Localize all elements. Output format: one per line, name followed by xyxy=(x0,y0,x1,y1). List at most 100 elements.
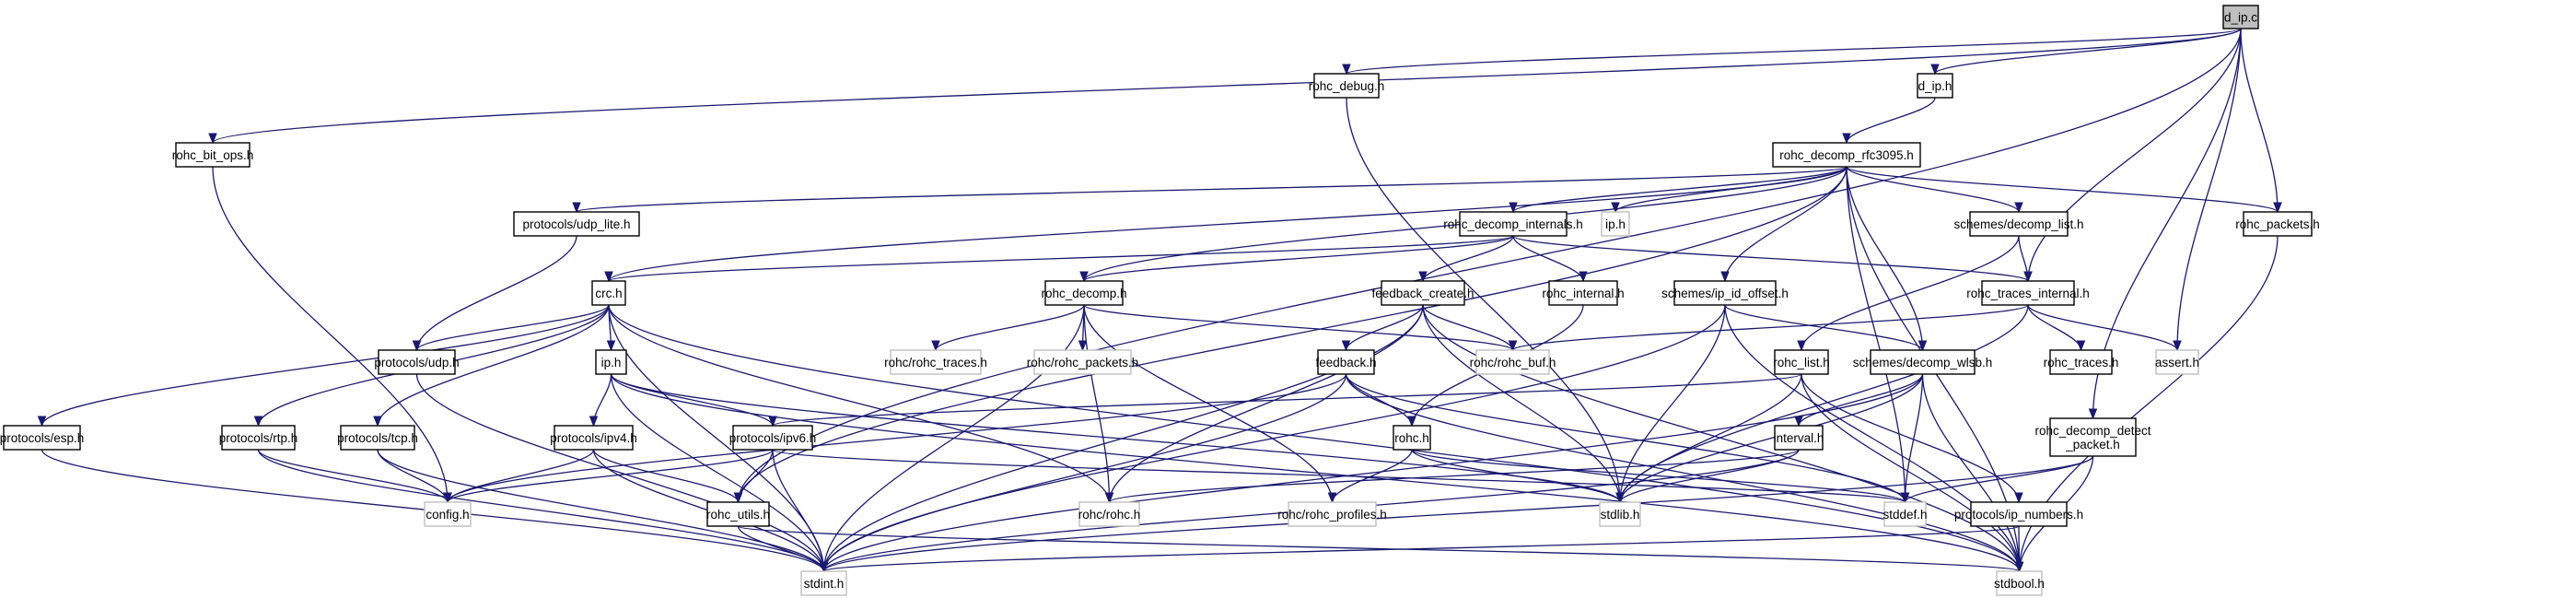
edge-protocols_udp_lite_h-to-protocols_udp_h xyxy=(415,235,577,351)
node-rohc-list-h[interactable]: rohc_list.h xyxy=(1773,349,1830,375)
node-label: rohc_decomp.h xyxy=(1041,287,1126,300)
arrowhead-icon xyxy=(1930,64,1940,76)
node-box xyxy=(3,425,81,451)
node-rohc-utils-h[interactable]: rohc_utils.h xyxy=(706,501,770,527)
node-box xyxy=(513,211,640,237)
node-stdlib-h[interactable]: stdlib.h xyxy=(1599,501,1641,527)
node-label: protocols/udp_lite.h xyxy=(522,217,630,231)
edge-rohc_decomp_h-to-rohc_rohc_h xyxy=(1083,304,1111,503)
edge-rohc_decomp_h-to-rohc_rohc_buf_h xyxy=(1083,304,1514,351)
node-protocols-ipv4-h[interactable]: protocols/ipv4.h xyxy=(550,425,637,451)
node-d-ip-h[interactable]: d_ip.h xyxy=(1917,73,1953,99)
node-interval-h[interactable]: interval.h xyxy=(1774,425,1824,451)
arrowhead-icon xyxy=(1407,416,1416,428)
node-rohc-rohc-h[interactable]: rohc/rohc.h xyxy=(1078,501,1141,527)
edge-feedback_h-to-stdbool_h xyxy=(1345,373,2021,572)
node-schemes-decomp-wlsb-h[interactable]: schemes/decomp_wlsb.h xyxy=(1853,349,1993,375)
node-feedback-h[interactable]: feedback.h xyxy=(1315,349,1377,375)
node-protocols-esp-h[interactable]: protocols/esp.h xyxy=(0,425,84,451)
edge-d_ip_c-to-rohc_debug_h xyxy=(1346,28,2242,75)
node-box xyxy=(1313,73,1380,99)
arrowhead-icon xyxy=(819,561,829,573)
node-rohc-bit-ops-h[interactable]: rohc_bit_ops.h xyxy=(172,142,254,168)
node-box xyxy=(1599,501,1641,527)
node-rohc-h[interactable]: rohc.h xyxy=(1393,425,1431,451)
node-label: rohc/rohc_profiles.h xyxy=(1277,508,1387,522)
node-label: rohc/rohc_buf.h xyxy=(1470,356,1556,369)
node-box xyxy=(378,349,456,375)
node-label: rohc/rohc_traces.h xyxy=(884,356,987,369)
node-protocols-udp-h[interactable]: protocols/udp.h xyxy=(374,349,460,375)
arrowhead-icon xyxy=(2088,408,2098,420)
edge-rohc_decomp_rfc3095_h-to-protocols_udp_lite_h xyxy=(576,166,1847,213)
edge-feedback_h-to-stddef_h xyxy=(1345,373,1906,503)
node-rohc-debug-h[interactable]: rohc_debug.h xyxy=(1309,73,1385,99)
node-ip-h-ext[interactable]: ip.h xyxy=(1601,211,1630,237)
node-protocols-ip-numbers-h[interactable]: protocols/ip_numbers.h xyxy=(1954,501,2083,527)
node-box xyxy=(1870,349,1976,375)
node-config-h[interactable]: config.h xyxy=(424,501,472,527)
edge-d_ip_c-to-d_ip_h xyxy=(1934,28,2242,75)
node-box xyxy=(1317,349,1375,375)
node-label: stdbool.h xyxy=(1994,577,2045,591)
node-rohc-decomp-detect-packet-h[interactable]: rohc_decomp_detect_packet.h xyxy=(2034,417,2151,457)
node-label: d_ip.h xyxy=(1918,79,1952,93)
node-box xyxy=(1548,280,1618,306)
node-protocols-rtp-h[interactable]: protocols/rtp.h xyxy=(219,425,298,451)
node-rohc-packets-h[interactable]: rohc_packets.h xyxy=(2235,211,2320,237)
edge-crc_h-to-stdbool_h xyxy=(608,304,2021,572)
edge-schemes_decomp_wlsb_h-to-stddef_h xyxy=(1904,373,1924,503)
node-protocols-tcp-h[interactable]: protocols/tcp.h xyxy=(337,425,418,451)
node-rohc-rohc-buf-h[interactable]: rohc/rohc_buf.h xyxy=(1470,349,1556,375)
node-rohc-decomp-h[interactable]: rohc_decomp.h xyxy=(1041,280,1127,306)
edge-protocols_ipv6_h-to-stddef_h xyxy=(772,449,1906,503)
node-label: ip.h xyxy=(1605,217,1626,231)
edge-feedback_create_h-to-feedback_h xyxy=(1345,304,1424,351)
node-box xyxy=(424,501,472,527)
node-rohc-decomp-rfc3095-h[interactable]: rohc_decomp_rfc3095.h xyxy=(1772,142,1921,168)
edge-rohc_decomp_internals_h-to-rohc_decomp_h xyxy=(1083,235,1514,282)
edge-ip_h-to-stdint_h xyxy=(610,373,825,572)
node-label: protocols/ip_numbers.h xyxy=(1954,508,2083,522)
edge-schemes_ip_id_offset_h-to-stdint_h xyxy=(822,304,1726,572)
node-label: config.h xyxy=(425,508,469,522)
edge-d_ip_c-to-rohc_bit_ops_h xyxy=(212,28,2242,144)
arrowhead-icon xyxy=(1579,271,1588,283)
arrowhead-icon xyxy=(1341,340,1351,352)
node-label: protocols/esp.h xyxy=(0,431,84,445)
arrowhead-icon xyxy=(733,492,743,504)
node-label: protocols/udp.h xyxy=(374,356,459,369)
edge-rohc_decomp_rfc3095_h-to-schemes_decomp_list_h xyxy=(1846,166,2020,213)
node-stdint-h[interactable]: stdint.h xyxy=(800,570,847,596)
node-protocols-udp-lite-h[interactable]: protocols/udp_lite.h xyxy=(513,211,640,237)
node-box xyxy=(800,570,847,596)
node-rohc-rohc-profiles-h[interactable]: rohc/rohc_profiles.h xyxy=(1277,501,1387,527)
arrowhead-icon xyxy=(1079,271,1089,283)
node-rohc-internal-h[interactable]: rohc_internal.h xyxy=(1542,280,1625,306)
node-assert-h[interactable]: assert.h xyxy=(2155,349,2199,375)
node-rohc-traces-h[interactable]: rohc_traces.h xyxy=(2044,349,2119,375)
node-rohc-rohc-traces-h[interactable]: rohc/rohc_traces.h xyxy=(884,349,987,375)
node-stdbool-h[interactable]: stdbool.h xyxy=(1994,570,2045,596)
node-crc-h[interactable]: crc.h xyxy=(591,280,626,306)
node-rohc-decomp-internals-h[interactable]: rohc_decomp_internals.h xyxy=(1443,211,1583,237)
node-rohc-traces-internal-h[interactable]: rohc_traces_internal.h xyxy=(1966,280,2090,306)
node-rohc-rohc-packets-h[interactable]: rohc/rohc_packets.h xyxy=(1027,349,1139,375)
node-box xyxy=(2243,211,2313,237)
node-feedback-create-h[interactable]: feedback_create.h xyxy=(1371,280,1474,306)
edge-rohc_traces_internal_h-to-assert_h xyxy=(2027,304,2178,351)
edge-schemes_decomp_wlsb_h-to-stdlib_h xyxy=(1619,373,1924,503)
node-label: rohc_packets.h xyxy=(2235,217,2320,231)
edge-feedback_create_h-to-stdlib_h xyxy=(1422,304,1621,503)
edge-crc_h-to-protocols_esp_h xyxy=(41,304,610,427)
node-box xyxy=(1475,349,1550,375)
node-box xyxy=(732,425,813,451)
arrowhead-icon xyxy=(589,416,599,428)
node-schemes-ip-id-offset-h[interactable]: schemes/ip_id_offset.h xyxy=(1661,280,1789,306)
node-schemes-decomp-list-h[interactable]: schemes/decomp_list.h xyxy=(1953,211,2084,237)
node-d-ip-c[interactable]: d_ip.c xyxy=(2222,5,2259,29)
node-box xyxy=(1288,501,1377,527)
node-stddef-h[interactable]: stddef.h xyxy=(1882,501,1928,527)
node-ip-h[interactable]: ip.h xyxy=(595,349,627,375)
node-protocols-ipv6-h[interactable]: protocols/ipv6.h xyxy=(729,425,817,451)
